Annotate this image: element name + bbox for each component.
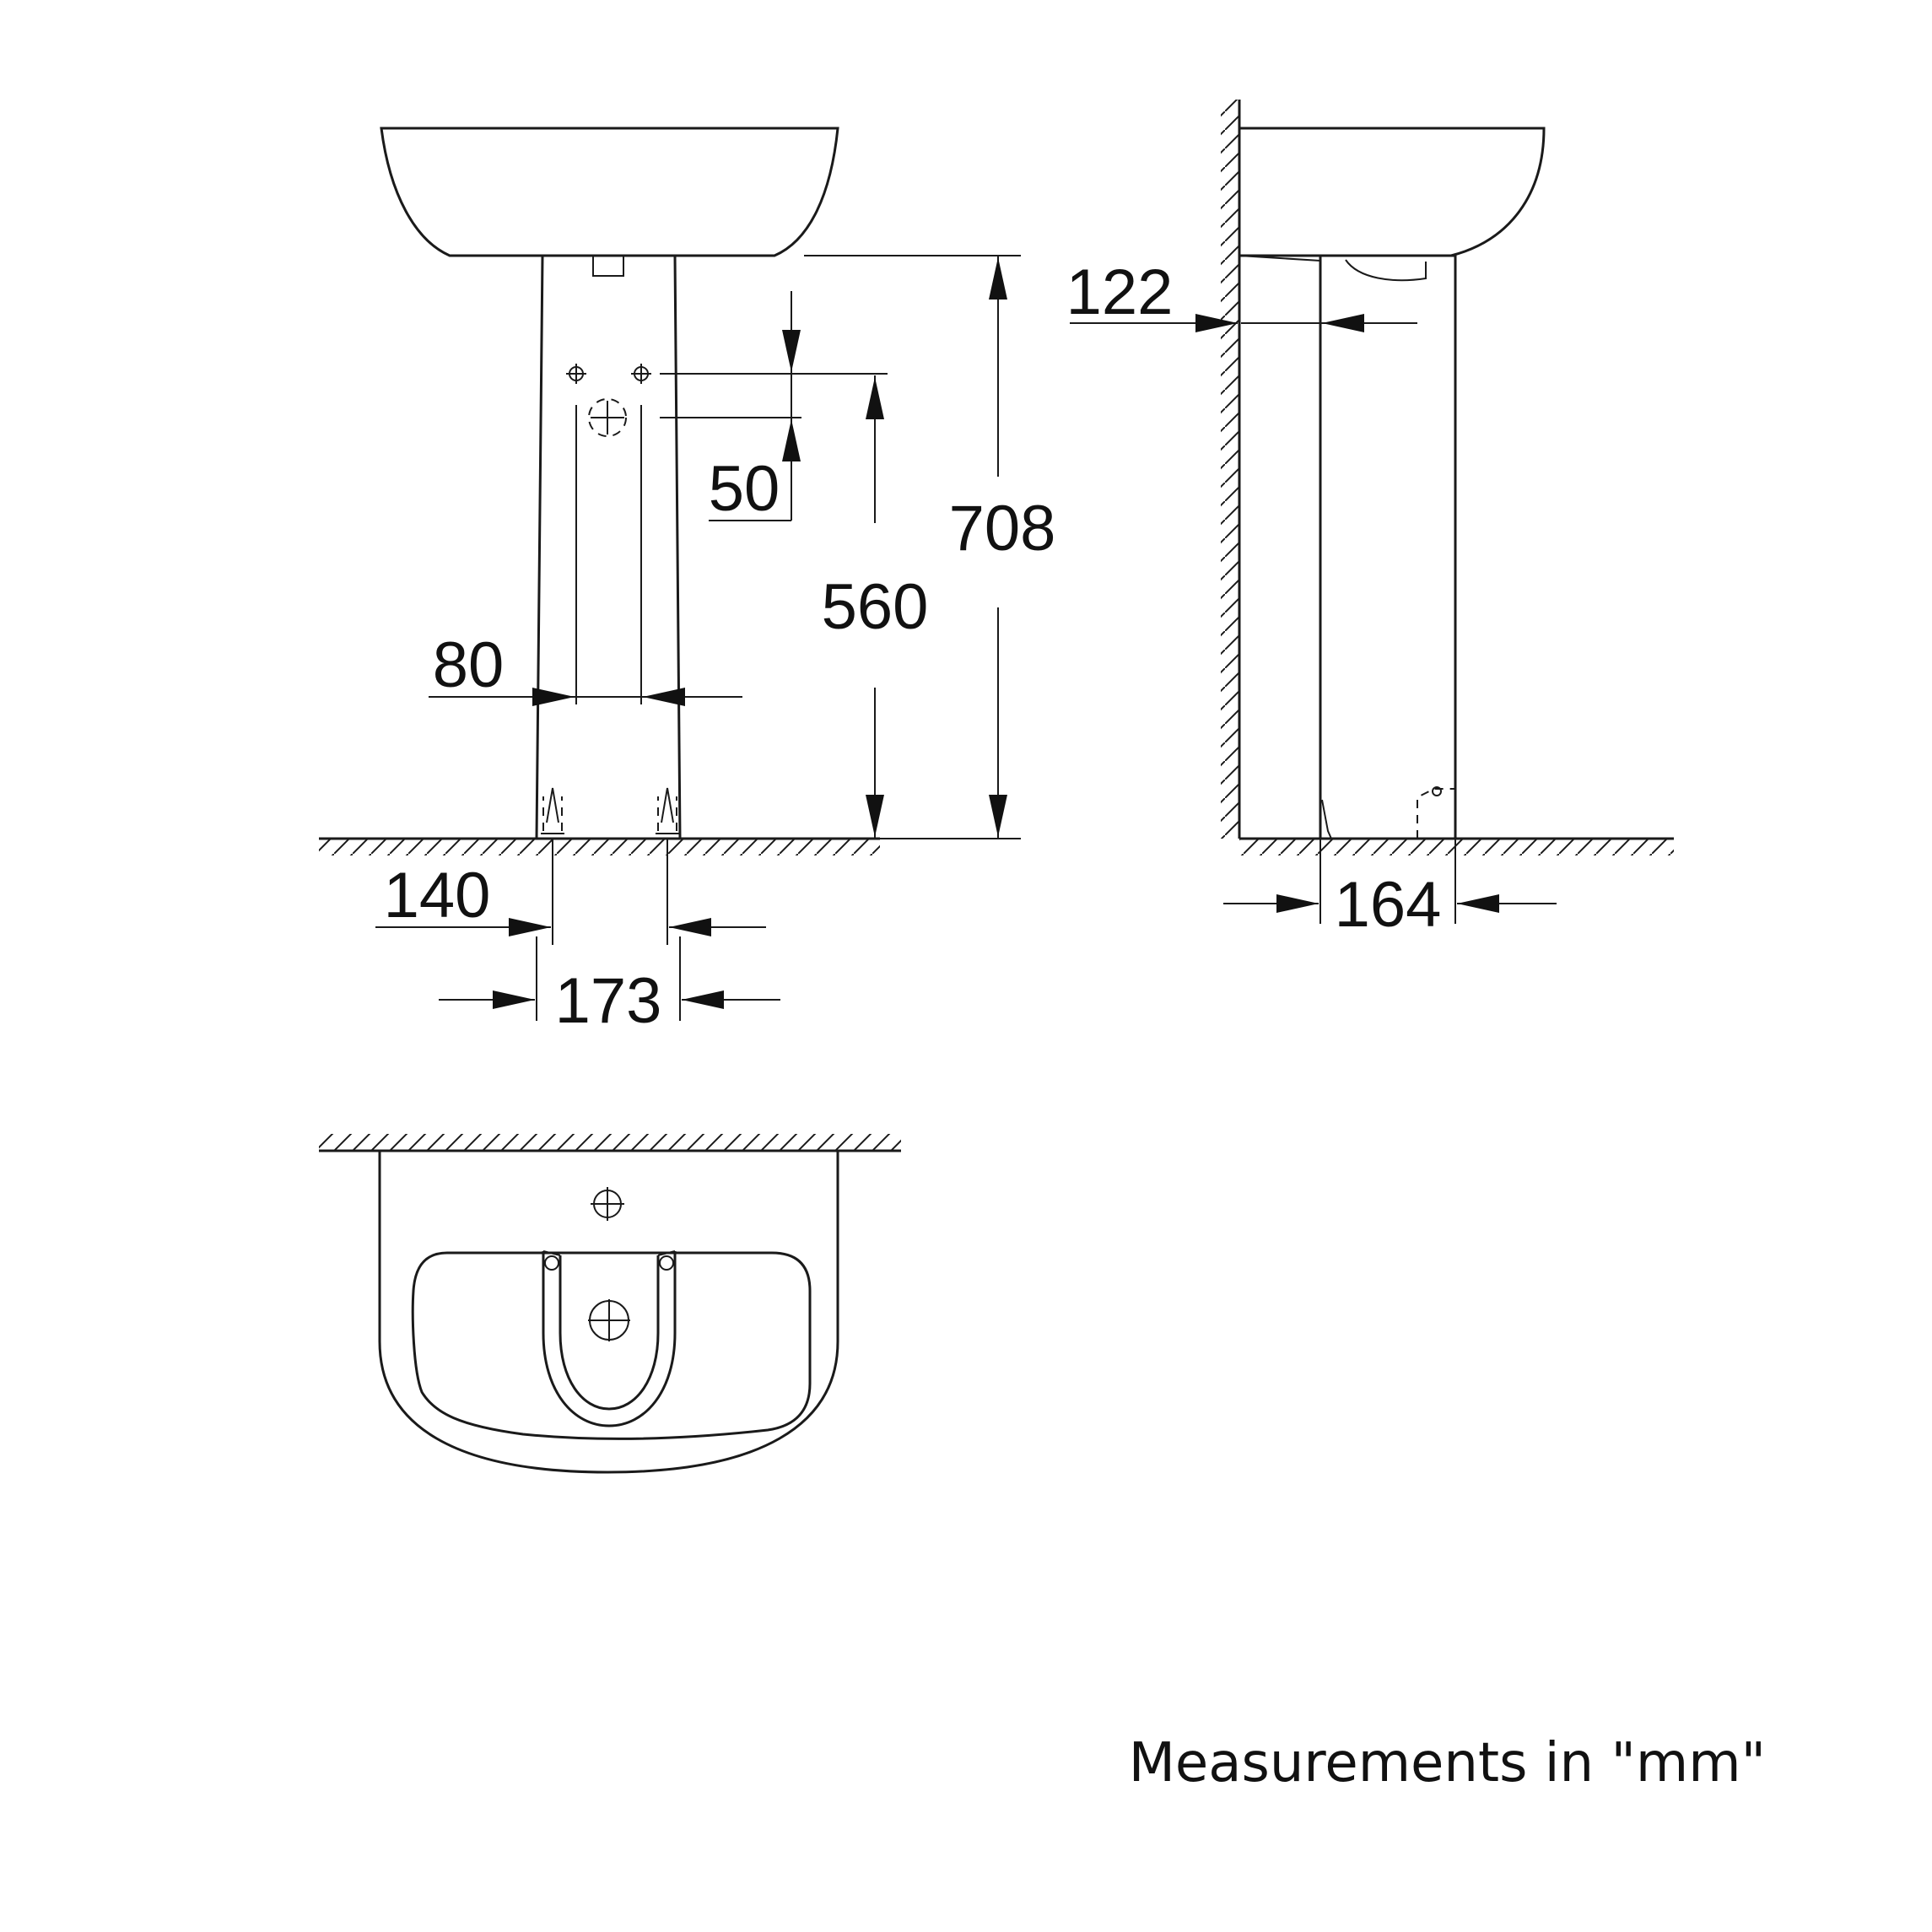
side-wall-hatch <box>1221 100 1239 839</box>
dim-122: 122 <box>1066 256 1174 328</box>
measurements-note: Measurements in "mm" <box>1129 1732 1766 1794</box>
dim-708-line <box>804 255 1021 839</box>
top-bolt-right <box>659 1255 674 1271</box>
dim-80: 80 <box>433 629 505 701</box>
side-pedestal <box>1319 254 1457 840</box>
top-wall-hatch <box>319 1134 901 1151</box>
dim-560: 560 <box>822 571 929 643</box>
front-floor-hatch <box>319 839 880 855</box>
dim-164-line <box>1223 839 1557 924</box>
front-basin <box>380 127 839 257</box>
dim-80-line <box>429 688 742 706</box>
dim-50-line <box>709 291 801 521</box>
top-basin-bowl <box>411 1251 812 1440</box>
top-basin-outer <box>378 1151 839 1474</box>
top-waste-outlet <box>588 1299 630 1341</box>
top-bolt-left <box>544 1255 559 1271</box>
side-floor-hatch <box>1239 839 1674 855</box>
front-overflow-slot <box>592 255 624 277</box>
dim-173: 173 <box>555 965 662 1037</box>
side-basin <box>1239 127 1546 257</box>
top-view <box>319 1134 901 1474</box>
top-pedestal-u-outer <box>542 1251 677 1427</box>
front-view: 708 560 50 80 <box>319 127 1056 1037</box>
dim-122-line <box>1070 314 1417 332</box>
waste-outlet-hidden <box>588 398 627 437</box>
dim-50: 50 <box>709 453 780 525</box>
fixing-hole-right <box>631 364 651 384</box>
side-view: 122 164 <box>1066 100 1674 941</box>
floor-bolt-right <box>656 787 679 834</box>
top-pedestal-u-inner <box>559 1255 660 1411</box>
dim-140-line <box>375 839 766 945</box>
floor-bolt-left <box>541 787 564 834</box>
fixing-hole-left <box>566 364 586 384</box>
dim-164: 164 <box>1335 869 1442 941</box>
dim-173-line <box>439 936 780 1021</box>
dim-708: 708 <box>949 493 1056 564</box>
top-tap-hole <box>591 1187 624 1221</box>
front-pedestal <box>535 254 682 840</box>
dim-140: 140 <box>384 860 491 931</box>
dim-560-line <box>866 375 884 839</box>
